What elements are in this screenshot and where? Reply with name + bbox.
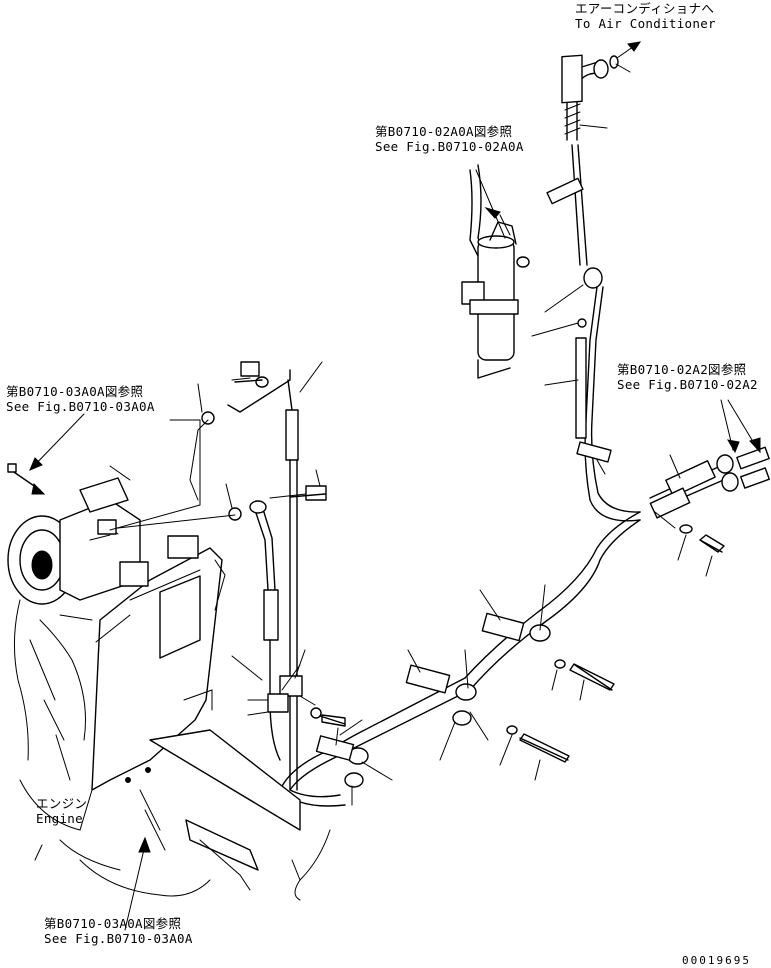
label-ref-03A0A-bottom-en: See Fig.B0710-03A0A (44, 931, 193, 946)
label-to-air-conditioner: エアーコンディショナへ To Air Conditioner (575, 1, 716, 31)
bolts (234, 379, 723, 761)
label-to-air-conditioner-en: To Air Conditioner (575, 16, 716, 31)
label-ref-03A0A-bottom: 第B0710-03A0A図参照 See Fig.B0710-03A0A (44, 916, 193, 946)
right-fittings (649, 399, 770, 577)
label-ref-02A0A-jp: 第B0710-02A0A図参照 (375, 124, 513, 139)
label-engine-jp: エンジン (36, 796, 88, 811)
main-lower-hose (279, 511, 641, 807)
receiver-drier (461, 164, 530, 379)
label-ref-02A0A: 第B0710-02A0A図参照 See Fig.B0710-02A0A (375, 124, 524, 154)
mounting-bracket (91, 535, 301, 891)
middle-hoses (197, 361, 346, 791)
label-ref-02A2-en: See Fig.B0710-02A2 (617, 377, 758, 392)
label-ref-03A0A-left-jp: 第B0710-03A0A図参照 (6, 384, 144, 399)
label-engine: エンジン Engine (36, 796, 87, 826)
right-vertical-hose (531, 144, 641, 522)
label-to-air-conditioner-jp: エアーコンディショナへ (575, 1, 715, 16)
label-ref-03A0A-left-en: See Fig.B0710-03A0A (6, 399, 155, 414)
hose-to-air-conditioner (561, 41, 642, 141)
label-engine-en: Engine (36, 811, 83, 826)
reference-leaders (29, 413, 201, 931)
drawing-number: 00019695 (682, 954, 751, 967)
label-ref-02A2: 第B0710-02A2図参照 See Fig.B0710-02A2 (617, 362, 758, 392)
label-ref-02A2-jp: 第B0710-02A2図参照 (617, 362, 747, 377)
label-ref-02A0A-en: See Fig.B0710-02A0A (375, 139, 524, 154)
engine-outline (13, 599, 331, 901)
label-ref-03A0A-bottom-jp: 第B0710-03A0A図参照 (44, 916, 182, 931)
label-ref-03A0A-left: 第B0710-03A0A図参照 See Fig.B0710-03A0A (6, 384, 155, 414)
